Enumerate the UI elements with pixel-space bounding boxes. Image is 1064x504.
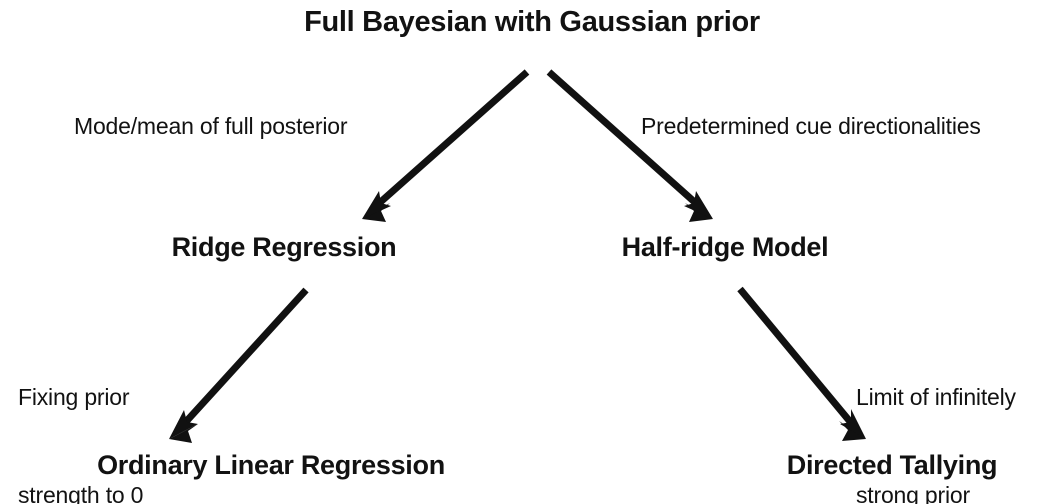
edge-label-limit-line-2: strong prior bbox=[856, 482, 970, 504]
arrow-ridge-to-ols bbox=[169, 287, 309, 443]
node-directed-tallying: Directed Tallying bbox=[786, 450, 998, 480]
node-half-ridge-model: Half-ridge Model bbox=[621, 232, 829, 262]
node-ridge-regression: Ridge Regression bbox=[171, 232, 397, 262]
node-full-bayesian: Full Bayesian with Gaussian prior bbox=[304, 6, 760, 38]
node-ordinary-linear-regression: Ordinary Linear Regression bbox=[97, 450, 445, 480]
arrow-root-to-ridge bbox=[362, 69, 530, 222]
edge-label-fixing-prior-strength: Fixing prior strength to 0 bbox=[18, 316, 143, 504]
edge-label-mode-mean-of-full-posterior: Mode/mean of full posterior bbox=[74, 113, 348, 139]
arrow-halfridge-to-tallying bbox=[737, 286, 866, 441]
edge-label-limit-line-1: Limit of infinitely bbox=[856, 384, 1016, 411]
edge-label-fixing-line-1: Fixing prior bbox=[18, 384, 130, 411]
edge-label-predetermined-cue-directionalities: Predetermined cue directionalities bbox=[641, 113, 981, 139]
arrow-root-to-halfridge bbox=[546, 69, 713, 222]
edge-label-limit-of-infinitely-strong-prior: Limit of infinitely strong prior bbox=[856, 316, 1016, 504]
edge-label-fixing-line-2: strength to 0 bbox=[18, 482, 144, 504]
